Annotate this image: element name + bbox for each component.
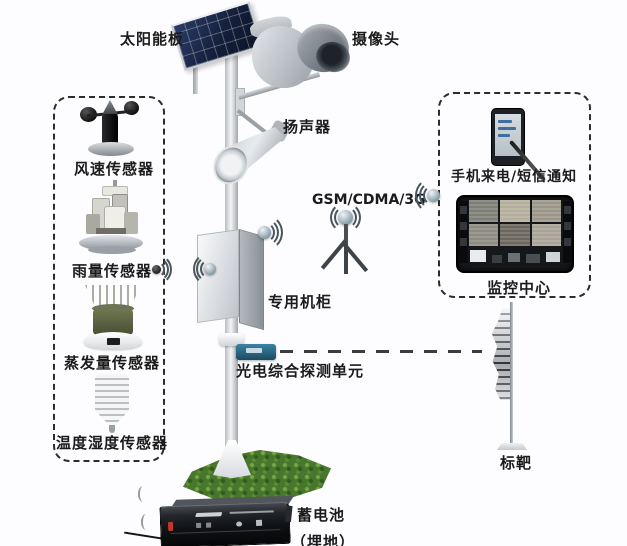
- cable-curl: [138, 486, 148, 502]
- temp-humidity-sensor-label: 温度湿度传感器: [56, 434, 169, 452]
- console-screen: [546, 252, 560, 262]
- wall-column: [563, 201, 572, 263]
- console-screen: [492, 255, 502, 263]
- target-label: 标靶: [500, 454, 533, 472]
- temp-humidity-sensor-tip: [109, 425, 115, 433]
- battery-red-mark: [167, 521, 174, 532]
- target-plates: [491, 308, 512, 400]
- gsm-label: GSM/CDMA/3G: [312, 192, 426, 208]
- battery: [159, 495, 295, 546]
- rain-sensor-label: 雨量传感器: [72, 262, 153, 280]
- wall-column: [459, 201, 468, 263]
- battery-note: （埋地）: [291, 533, 356, 546]
- wind-sensor-base: [88, 142, 134, 156]
- evaporation-sensor-rim: [92, 304, 134, 313]
- solar-panel-label: 太阳能板: [120, 30, 185, 48]
- detection-unit-label: 光电综合探测单元: [236, 362, 365, 380]
- detection-target-dashed-line: [280, 350, 482, 353]
- monitoring-center-label: 监控中心: [487, 279, 552, 297]
- phone-text-line: [498, 120, 512, 123]
- wind-sensor-body: [102, 114, 118, 146]
- pole-collar: [219, 333, 244, 346]
- evaporation-sensor-cup: [93, 309, 133, 335]
- evaporation-sensor-label: 蒸发量传感器: [64, 354, 161, 372]
- cabinet-label: 专用机柜: [268, 293, 333, 311]
- monitoring-screens: [469, 200, 561, 246]
- phone-text-line: [498, 134, 510, 137]
- console-screen: [508, 253, 520, 262]
- target-pole: [510, 302, 513, 444]
- solar-panel: [170, 1, 264, 71]
- rain-sensor-foot: [88, 246, 136, 254]
- rain-sensor-part: [124, 212, 138, 234]
- rain-sensor-stem: [113, 180, 117, 189]
- phone-alert-label: 手机来电/短信通知: [451, 169, 578, 185]
- battery-label: 蓄电池: [297, 506, 346, 524]
- detection-unit-badge: [246, 348, 262, 353]
- phone-text-line: [498, 127, 516, 130]
- console-screen: [470, 250, 486, 262]
- rain-sensor-detail: [96, 228, 126, 234]
- target-base: [497, 443, 527, 450]
- evaporation-sensor-display: [107, 338, 120, 345]
- wind-sensor-label: 风速传感器: [74, 160, 155, 178]
- speaker-label: 扬声器: [283, 118, 332, 136]
- camera-label: 摄像头: [352, 30, 401, 48]
- cable-curl: [141, 514, 151, 530]
- console-screen: [526, 254, 540, 263]
- battery-terminal: [284, 505, 293, 523]
